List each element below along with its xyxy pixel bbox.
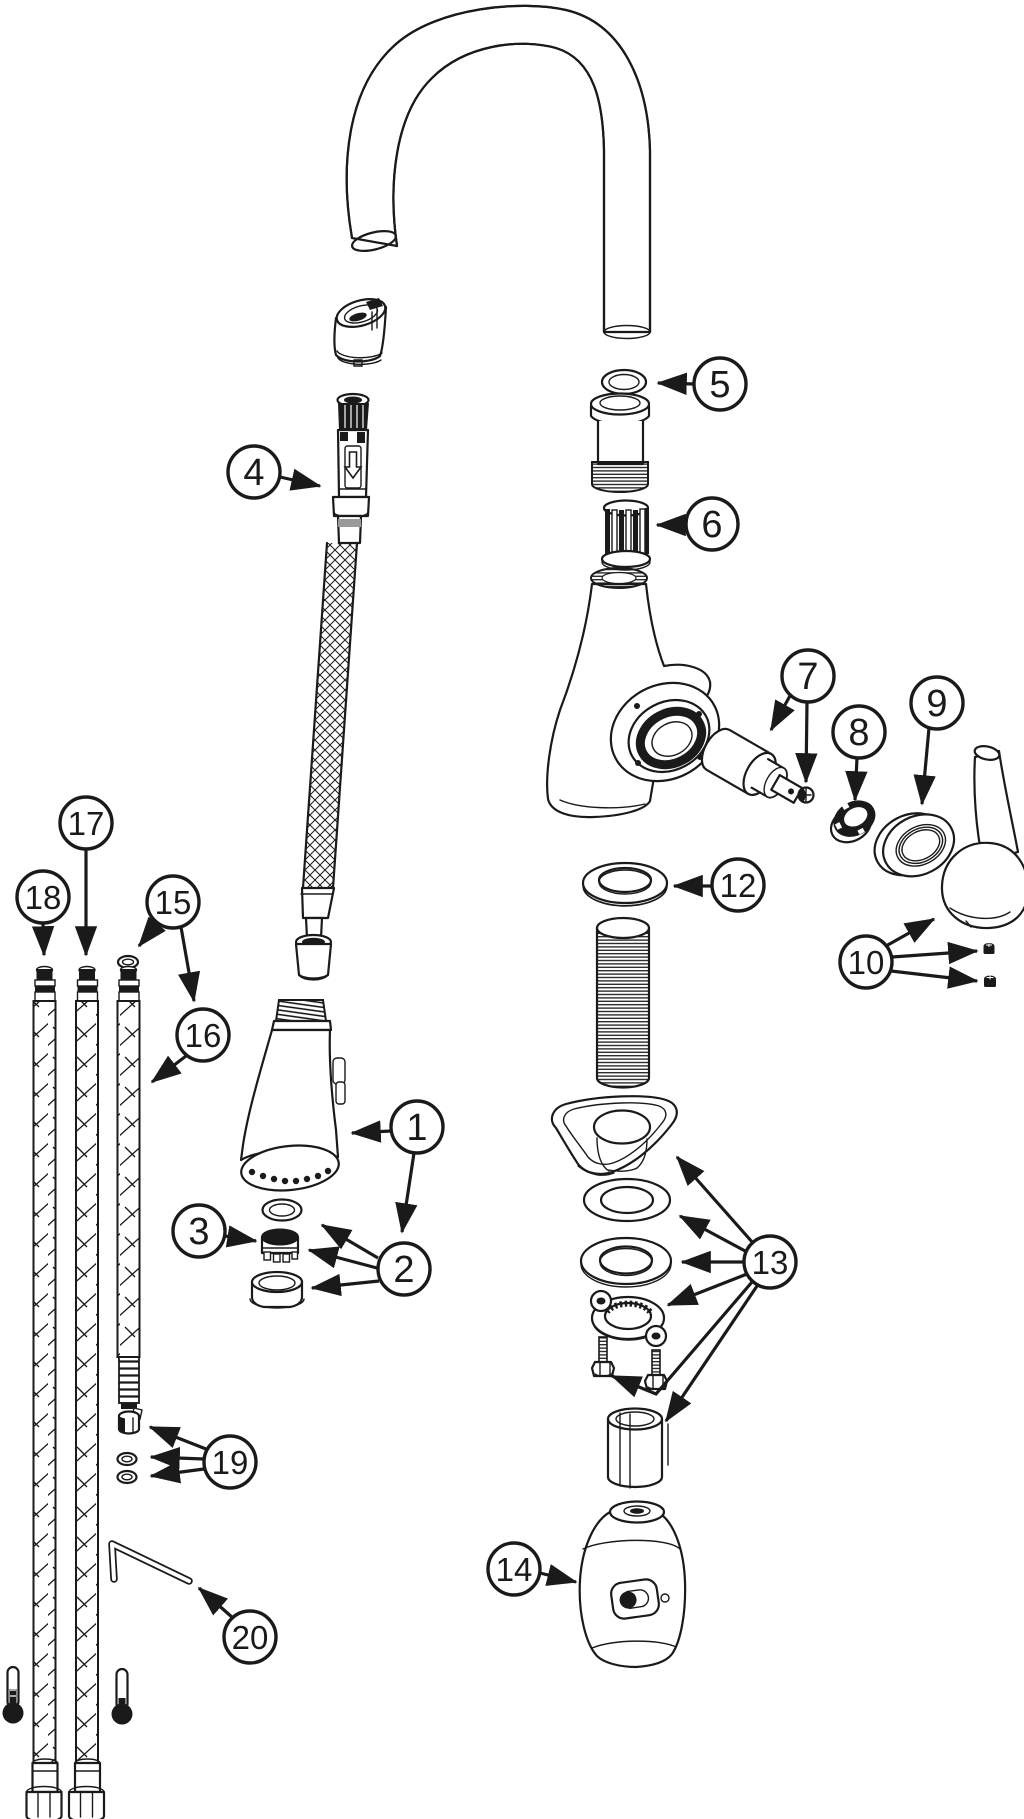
- callout-15-circle: [145, 874, 201, 930]
- callout-16-number: 16: [185, 1017, 222, 1054]
- callout-17: 17: [58, 795, 114, 957]
- spray-holder-drawing: [333, 298, 388, 367]
- callout-19: 19: [148, 1425, 258, 1490]
- callout-12: 12: [672, 857, 766, 913]
- mounting-plate-drawing: [550, 1095, 678, 1176]
- callout-13: 13: [610, 1155, 798, 1423]
- callout-13-number: 13: [752, 1244, 789, 1281]
- supply-tube-drawing: [116, 965, 141, 1409]
- cartridge-drawing: [700, 727, 804, 804]
- callout-14-circle: [486, 1541, 542, 1597]
- spray-washer-drawing: [261, 1198, 303, 1222]
- callout-4: 4: [226, 444, 322, 500]
- callout-8-circle: [831, 704, 887, 760]
- tube-orings-drawing: [116, 1451, 138, 1485]
- down-arrow-icon: [343, 451, 363, 480]
- cartridge-screw-drawing: [797, 786, 815, 804]
- callout-10: 10: [838, 917, 979, 990]
- oring-15-drawing: [116, 954, 140, 970]
- set-screws-drawing: [983, 943, 996, 987]
- callout-4-circle: [226, 444, 282, 500]
- hose-guide-drawing: [606, 1407, 669, 1489]
- hose-weight-drawing: [578, 1500, 687, 1669]
- callout-6: 6: [655, 496, 740, 552]
- callout-20: 20: [197, 1586, 278, 1665]
- callout-6-number: 6: [701, 504, 722, 546]
- cartridge-retainer-drawing: [589, 392, 651, 493]
- cold-indicator-icon: [111, 1667, 133, 1725]
- callout-15: 15: [137, 874, 201, 1003]
- callout-2-circle: [376, 1241, 432, 1297]
- callout-2: 2: [307, 1223, 432, 1297]
- callout-13-circle: [742, 1234, 798, 1290]
- callout-17-circle: [58, 795, 114, 851]
- pulldown-hose-drawing: [294, 392, 371, 981]
- callout-12-circle: [710, 857, 766, 913]
- supply-hose-right-drawing: [67, 965, 106, 1819]
- threaded-shank-drawing: [595, 916, 651, 1089]
- callout-2-number: 2: [393, 1249, 414, 1291]
- callouts-layer: 1 2 3 4 5 6: [15, 356, 979, 1665]
- callout-20-number: 20: [232, 1619, 269, 1656]
- callout-5-number: 5: [709, 364, 730, 406]
- callout-14: 14: [486, 1541, 578, 1597]
- callout-3: 3: [171, 1203, 258, 1259]
- callout-10-circle: [838, 934, 894, 990]
- callout-15-number: 15: [155, 884, 192, 921]
- callout-7: 7: [769, 648, 836, 784]
- mounting-clamp-drawing: [589, 1289, 668, 1348]
- trim-ring-drawing: [873, 812, 956, 878]
- callout-8-number: 8: [848, 712, 869, 754]
- callout-17-number: 17: [68, 805, 105, 842]
- callout-18-circle: [15, 869, 71, 925]
- callout-16: 16: [150, 1007, 231, 1084]
- callout-6-circle: [684, 496, 740, 552]
- oring-5-drawing: [600, 368, 648, 396]
- callout-1-number: 1: [406, 1107, 427, 1149]
- hex-key-drawing: [108, 1540, 193, 1585]
- handle-drawing: [940, 745, 1024, 930]
- aerator-drawing: [260, 1228, 300, 1263]
- callout-3-circle: [171, 1203, 227, 1259]
- callout-10-number: 10: [848, 944, 885, 981]
- callout-9-number: 9: [926, 683, 947, 725]
- callout-8: 8: [831, 704, 887, 802]
- callout-19-circle: [202, 1434, 258, 1490]
- cartridge-nut-drawing: [829, 800, 876, 844]
- hot-indicator-icon: [2, 1665, 24, 1724]
- quick-connect-clip-drawing: [117, 1407, 143, 1435]
- spray-head-drawing: [239, 999, 346, 1192]
- callout-1: 1: [350, 1099, 445, 1234]
- spline-adapter-drawing: [600, 499, 652, 571]
- callout-9: 9: [909, 675, 965, 806]
- supply-hose-left-drawing: [25, 965, 63, 1819]
- mounting-washer-thin-drawing: [582, 1177, 672, 1223]
- callout-3-number: 3: [188, 1211, 209, 1253]
- callout-1-circle: [389, 1099, 445, 1155]
- base-gasket-drawing: [581, 861, 669, 907]
- callout-19-number: 19: [212, 1444, 249, 1481]
- callout-7-circle: [780, 648, 836, 704]
- callout-18: 18: [15, 869, 71, 957]
- callout-12-number: 12: [720, 867, 757, 904]
- faucet-body-drawing: [546, 567, 721, 819]
- callout-18-number: 18: [25, 879, 62, 916]
- callout-4-number: 4: [243, 452, 264, 494]
- callout-7-number: 7: [797, 656, 818, 698]
- callout-9-circle: [909, 675, 965, 731]
- mounting-washer-thick-drawing: [579, 1236, 673, 1288]
- callout-16-circle: [175, 1007, 231, 1063]
- callout-5-circle: [692, 356, 748, 412]
- callout-5: 5: [656, 356, 748, 412]
- callout-14-number: 14: [496, 1551, 533, 1588]
- spray-collar-drawing: [249, 1270, 305, 1309]
- spout-drawing: [345, 4, 652, 340]
- callout-20-circle: [222, 1609, 278, 1665]
